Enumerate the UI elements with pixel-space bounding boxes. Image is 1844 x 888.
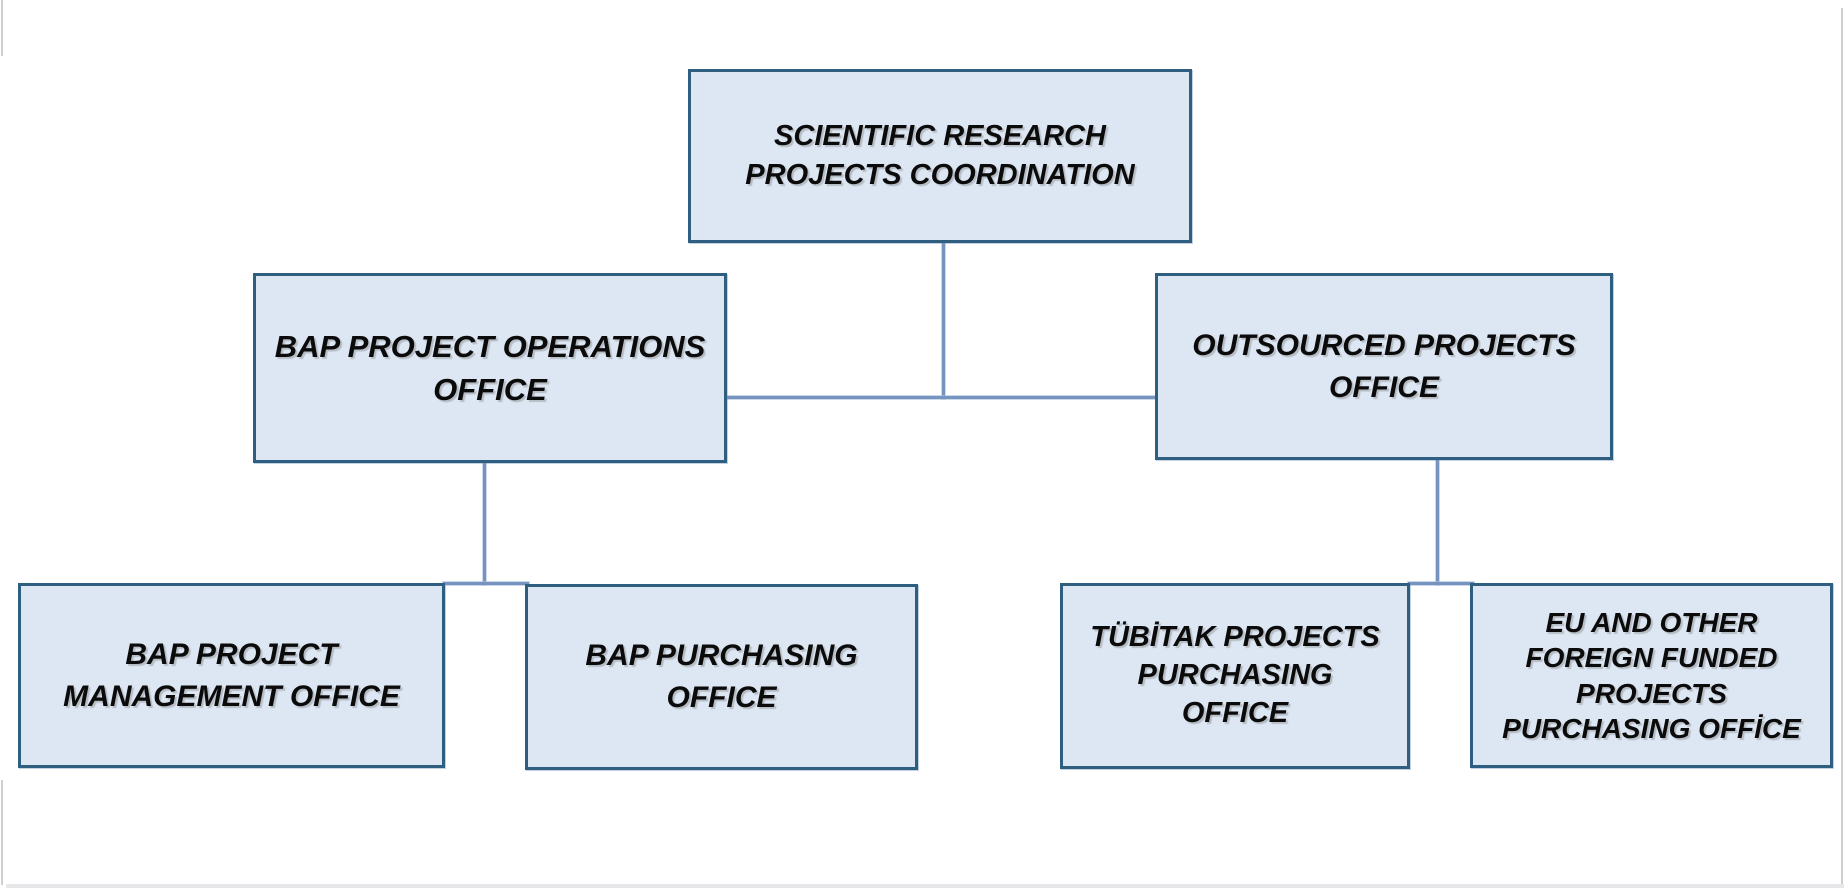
org-node-tubitak-projects-purchasing-office[interactable]: TÜBİTAK PROJECTS PURCHASING OFFICE [1060, 583, 1410, 769]
org-node-label: OUTSOURCED PROJECTS OFFICE [1192, 328, 1576, 404]
connector-root-drop-line [942, 243, 945, 399]
org-node-label: BAP PURCHASING OFFICE [585, 639, 858, 714]
org-node-bap-project-management-office[interactable]: BAP PROJECT MANAGEMENT OFFICE [18, 583, 445, 768]
org-node-label: SCIENTIFIC RESEARCH PROJECTS COORDINATIO… [745, 119, 1135, 191]
org-node-label: BAP PROJECT OPERATIONS OFFICE [274, 328, 706, 407]
org-node-bap-purchasing-office[interactable]: BAP PURCHASING OFFICE [525, 584, 918, 770]
page-edge-left-top [1, 0, 3, 56]
page-edge-bottom [6, 884, 1844, 888]
page-edge-left-bottom [1, 780, 3, 885]
page-edge-right [1841, 8, 1843, 885]
org-node-outsourced-projects-office[interactable]: OUTSOURCED PROJECTS OFFICE [1155, 273, 1613, 460]
org-node-label: TÜBİTAK PROJECTS PURCHASING OFFICE [1090, 621, 1380, 729]
org-node-eu-foreign-funded-projects-purchasing-office[interactable]: EU AND OTHER FOREIGN FUNDED PROJECTS PUR… [1470, 583, 1833, 768]
connector-bap-children-stub [443, 582, 529, 585]
org-node-scientific-research-projects-coordination[interactable]: SCIENTIFIC RESEARCH PROJECTS COORDINATIO… [688, 69, 1192, 243]
org-node-label: BAP PROJECT MANAGEMENT OFFICE [63, 637, 400, 713]
connector-bap-operations-drop-line [483, 463, 486, 585]
connector-level2-horizontal-rail [727, 396, 1157, 399]
connector-outsourced-drop-line [1436, 460, 1439, 585]
org-node-bap-project-operations-office[interactable]: BAP PROJECT OPERATIONS OFFICE [253, 273, 727, 463]
connector-outsourced-children-stub [1408, 582, 1474, 585]
org-node-label: EU AND OTHER FOREIGN FUNDED PROJECTS PUR… [1502, 606, 1801, 744]
